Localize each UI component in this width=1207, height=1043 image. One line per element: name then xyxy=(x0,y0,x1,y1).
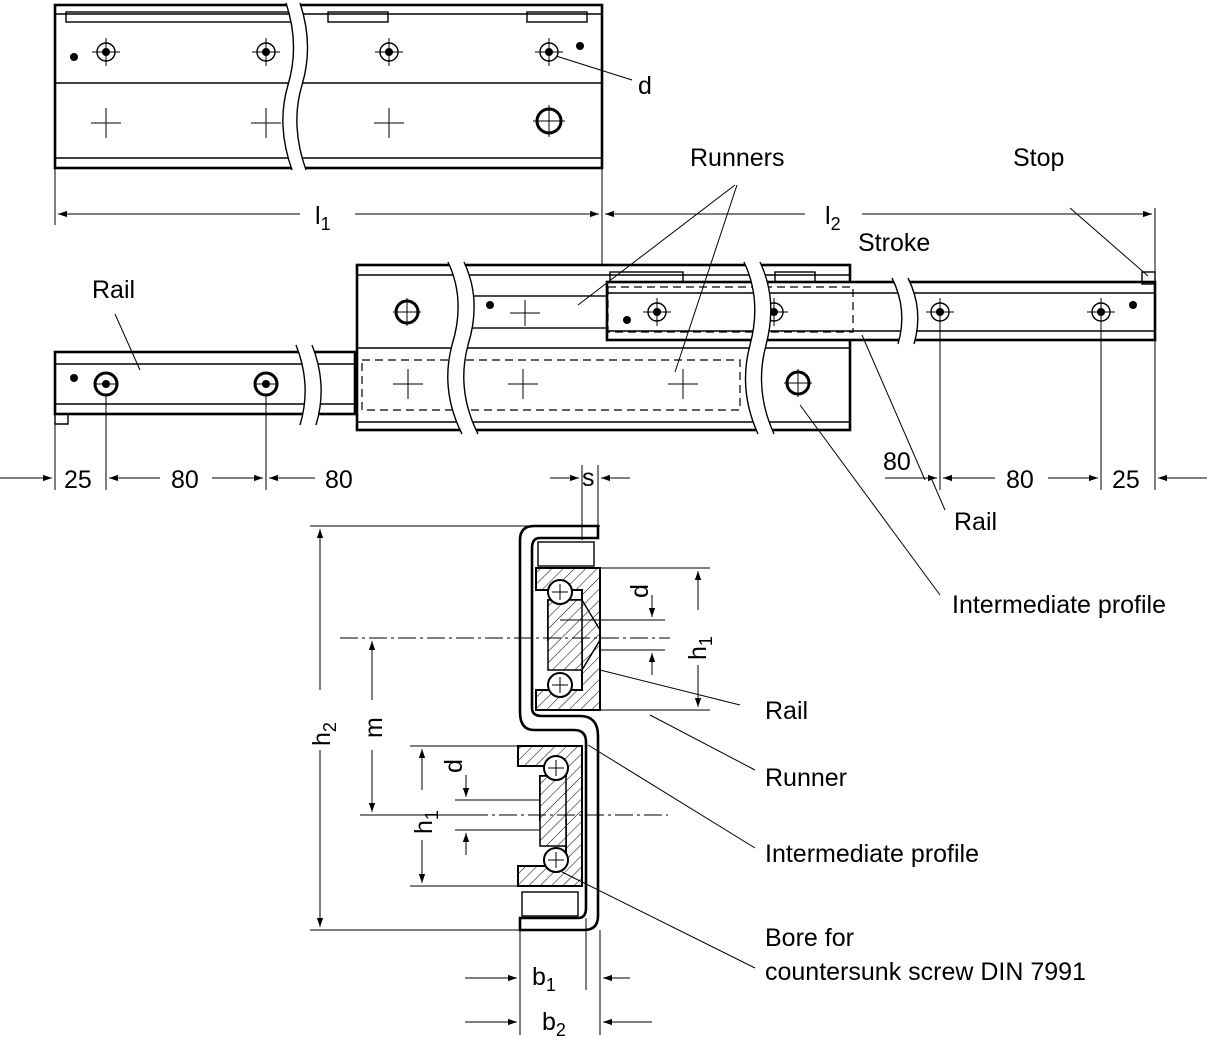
bore-icon xyxy=(535,38,563,66)
rail-label-right: Rail xyxy=(954,508,997,536)
section-dimensions xyxy=(310,465,756,1035)
dim-25-left: 25 xyxy=(64,466,92,494)
bore-icon xyxy=(1087,298,1115,326)
s-dimension: s xyxy=(582,464,595,492)
bore-label-line1: Bore for xyxy=(765,924,854,952)
runners-label: Runners xyxy=(690,144,785,172)
runner-label-section: Runner xyxy=(765,764,847,792)
intermediate-profile-label-section: Intermediate profile xyxy=(765,840,979,868)
cross-section-view xyxy=(340,524,670,932)
dim-80-left-a: 80 xyxy=(171,466,199,494)
rivet-icon xyxy=(576,42,584,50)
extended-slide-view xyxy=(53,184,1157,596)
dim-25-right: 25 xyxy=(1112,466,1140,494)
dim-80-right-a: 80 xyxy=(883,448,911,476)
bore-icon xyxy=(533,105,565,137)
bore-label-line2: countersunk screw DIN 7991 xyxy=(765,958,1086,986)
b1-dimension: b1 xyxy=(532,963,556,995)
bore-icon xyxy=(92,38,120,66)
d-dimension-upper: d xyxy=(626,584,654,598)
stroke-label: Stroke xyxy=(858,229,930,257)
bore-icon xyxy=(252,38,280,66)
dim-80-right-b: 80 xyxy=(1006,466,1034,494)
pitch-dimensions xyxy=(0,325,1207,490)
bore-icon xyxy=(375,38,403,66)
rail-label-section: Rail xyxy=(765,697,808,725)
b2-dimension: b2 xyxy=(542,1008,566,1040)
h1-dimension-lower: h1 xyxy=(410,810,442,834)
intermediate-profile-label-top: Intermediate profile xyxy=(952,591,1166,619)
retracted-slide-view xyxy=(53,2,633,171)
l1-dimension: l1 xyxy=(315,202,331,234)
d-dimension-lower: d xyxy=(440,759,468,773)
m-dimension: m xyxy=(360,717,388,738)
rail-label-left: Rail xyxy=(92,276,135,304)
h1-dimension-upper: h1 xyxy=(684,636,716,660)
bore-icon xyxy=(926,298,954,326)
rivet-icon xyxy=(70,53,78,61)
bore-icon xyxy=(393,298,421,326)
dim-80-left-b: 80 xyxy=(325,466,353,494)
d-label-top: d xyxy=(638,72,652,100)
stop-label: Stop xyxy=(1013,144,1064,172)
bore-icon xyxy=(784,369,812,397)
h2-dimension: h2 xyxy=(308,722,340,746)
l2-dimension: l2 xyxy=(825,202,841,234)
bore-icon xyxy=(643,298,671,326)
